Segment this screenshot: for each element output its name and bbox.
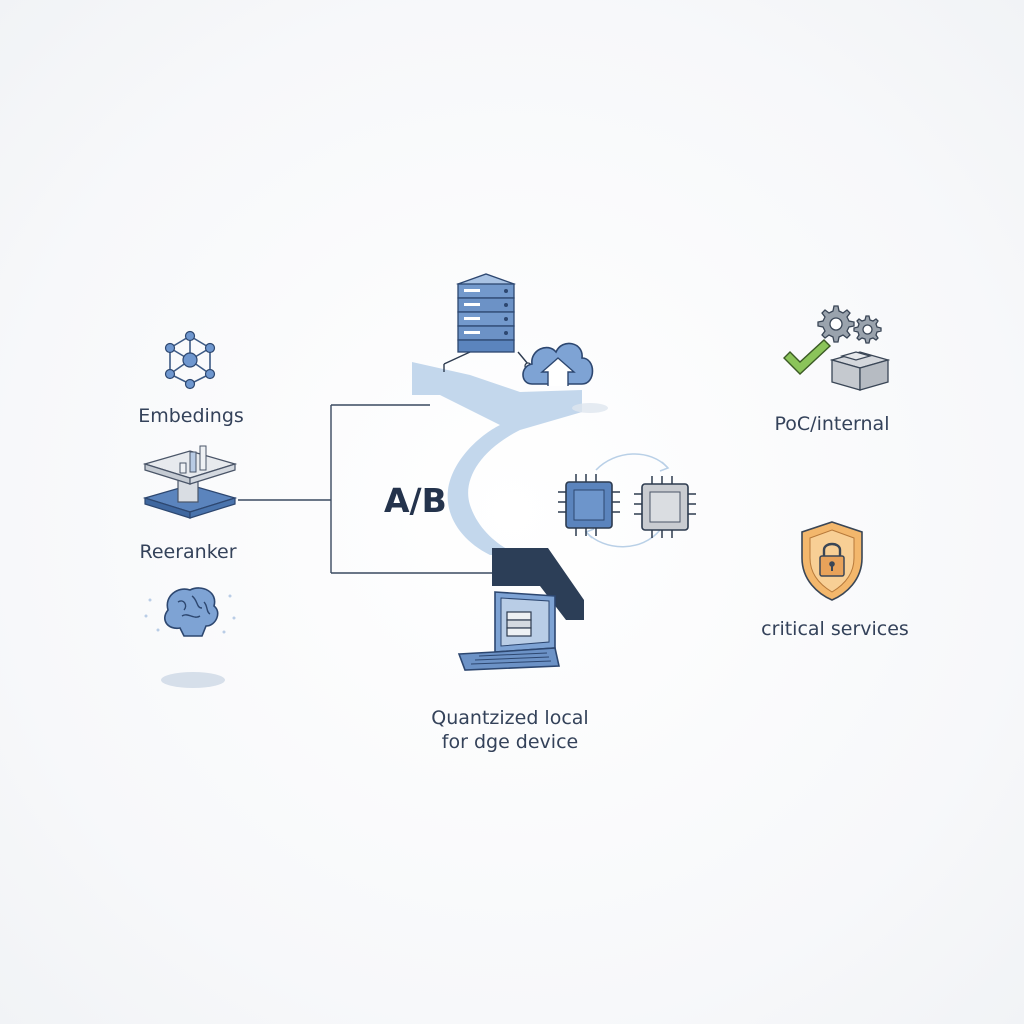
reranker-label: Reeranker: [139, 541, 237, 563]
flow-ribbon-light: [412, 362, 582, 555]
critical-services-label: critical services: [761, 618, 909, 640]
server-rack-icon: [443, 273, 532, 372]
shield-lock-icon: [801, 521, 863, 601]
gears-icon: [817, 305, 882, 344]
cycle-arrow-top: [595, 453, 669, 471]
storage-box-icon: [830, 351, 890, 391]
ab-test-label: A/B: [384, 481, 447, 520]
checkmark-icon: [783, 339, 832, 375]
quantized-label-line2: for dge device: [441, 731, 579, 753]
embeddings-label: Embedings: [138, 405, 244, 427]
cpu-chip-icon: [558, 474, 620, 536]
brain-icon: [144, 587, 236, 637]
poc-internal-label: PoC/internal: [774, 413, 890, 435]
reranker-stack-icon: [142, 445, 238, 519]
network-graph-icon: [164, 330, 216, 390]
laptop-icon: [457, 591, 560, 671]
quantized-label-line1: Quantzized local: [431, 707, 589, 729]
cloud-upload-icon: [522, 342, 594, 386]
cpu-chip-icon: [634, 476, 696, 538]
flow-ribbon-dark: [492, 548, 584, 620]
